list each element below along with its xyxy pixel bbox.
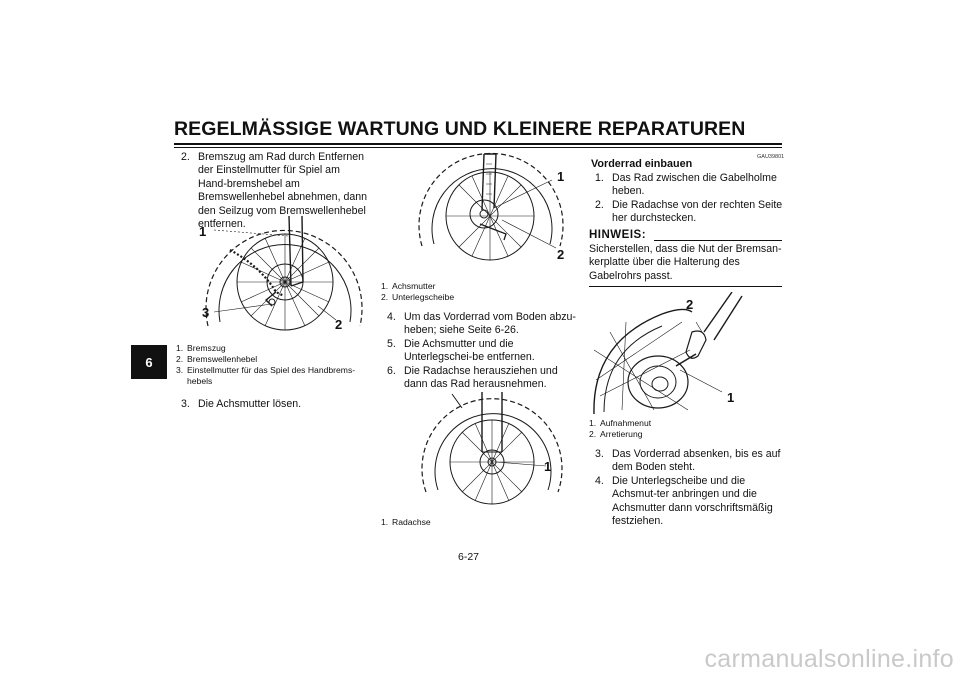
figure-label: 2 — [557, 247, 565, 262]
step-number: 2. — [181, 151, 190, 163]
step-2b: 2. Die Radachse von der rechten Seite he… — [595, 199, 783, 225]
caption-item: 1. Aufnahmenut — [589, 418, 652, 428]
figure-label: 1 — [557, 169, 565, 184]
caption-item: 2. Arretierung — [589, 429, 643, 439]
step-4b: 4. Die Unterlegscheibe und die Achsmut-t… — [595, 475, 773, 528]
note-text: Sicherstellen, dass die Nut der Bremsan-… — [589, 243, 782, 282]
figure-axle — [421, 392, 563, 505]
caption-item: 1. Bremszug — [176, 343, 226, 353]
wheel-drawing-1 — [205, 216, 363, 331]
caption-item: 3. Einstellmutter für das Spiel des Hand… — [176, 365, 356, 386]
figure-label: 2 — [335, 317, 343, 332]
watermark: carmanualsonline.info — [704, 645, 954, 673]
figure-label: 1 — [727, 390, 735, 405]
caption-list-4: 1. Aufnahmenut 2. Arretierung — [589, 418, 779, 440]
step-2: 2. Bremszug am Rad durch Entfernen der E… — [181, 151, 371, 231]
note-label: HINWEIS: — [589, 229, 647, 241]
caption-item: 2. Bremswellenhebel — [176, 354, 258, 364]
header-rule-thin — [174, 147, 782, 148]
page-number: 6-27 — [458, 551, 480, 563]
step-6: 6. Die Radachse herausziehen und dann da… — [387, 365, 558, 391]
caption-item: 1. Achsmutter — [381, 281, 436, 291]
caption-list-2: 1. Achsmutter 2. Unterlegscheibe — [381, 281, 571, 303]
section-heading: Vorderrad einbauen — [591, 158, 693, 170]
step-5: 5. Die Achsmutter und die Unterlegschei-… — [387, 338, 535, 364]
header-rule — [174, 143, 782, 145]
figure-brake-cable — [205, 216, 363, 331]
figure-axle-nut — [418, 152, 564, 261]
step-3b: 3. Das Vorderrad absenken, bis es auf de… — [595, 448, 781, 474]
figure-label: 1 — [544, 459, 552, 474]
step-3: 3. Die Achsmutter lösen. — [181, 398, 302, 410]
figure-label: 1 — [199, 224, 207, 239]
section-code: GAU39801 — [757, 154, 785, 160]
caption-item: 2. Unterlegscheibe — [381, 292, 455, 302]
caption-list-3: 1. Radachse — [381, 517, 571, 528]
page-title: REGELMÄSSIGE WARTUNG UND KLEINERE REPARA… — [174, 118, 746, 140]
caption-item: 1. Radachse — [381, 517, 431, 527]
caption-list-1: 1. Bremszug 2. Bremswellenhebel 3. Einst… — [176, 343, 372, 387]
note-rule-bottom — [589, 286, 782, 287]
step-text: Bremszug am Rad durch Entfernen der Eins… — [198, 151, 368, 231]
step-4: 4. Um das Vorderrad vom Boden abzu-heben… — [387, 311, 576, 337]
figure-brake-plate — [593, 292, 743, 414]
figure-label: 2 — [686, 297, 694, 312]
step-1: 1. Das Rad zwischen die Gabelholme heben… — [595, 172, 777, 198]
note-rule-top — [654, 240, 782, 241]
figure-label: 3 — [202, 305, 210, 320]
chapter-tab: 6 — [131, 345, 167, 379]
